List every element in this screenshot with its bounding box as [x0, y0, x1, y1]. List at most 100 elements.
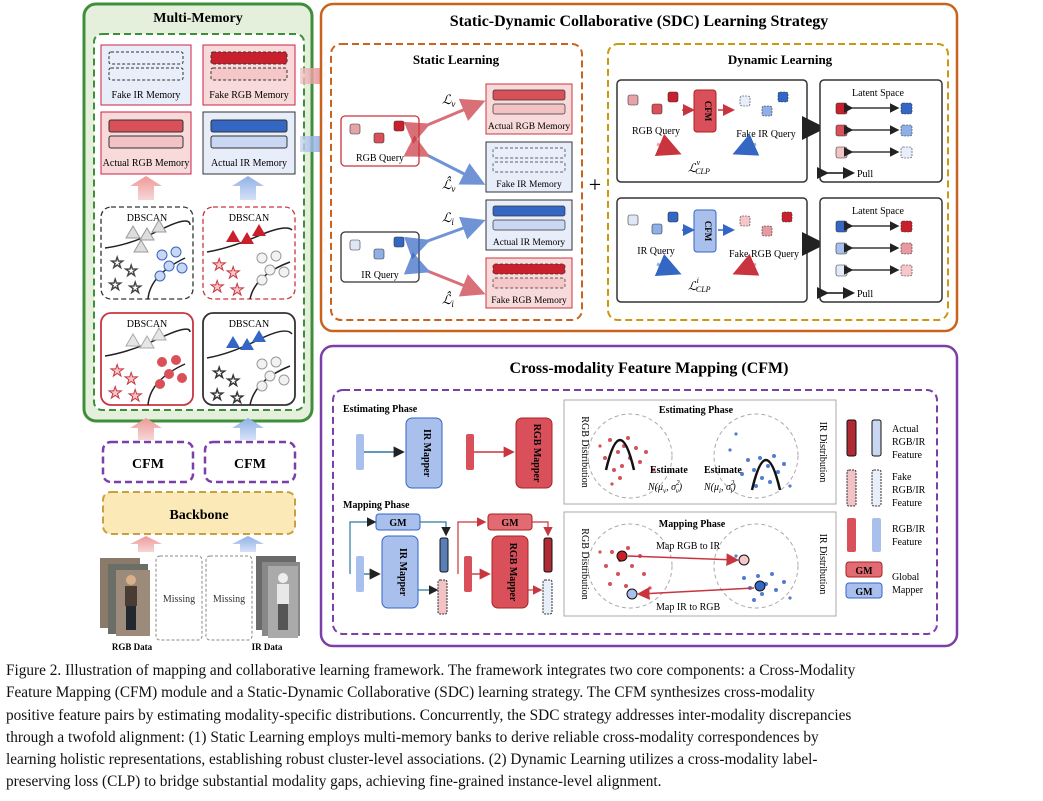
- svg-text:★: ★: [124, 371, 138, 388]
- svg-text:Estimate: Estimate: [650, 465, 688, 476]
- plus-sign: +: [589, 172, 601, 197]
- rgb-data-images: Missing RGB Data: [100, 555, 203, 652]
- loss-arrow-v: ℒv: [403, 92, 486, 145]
- actual-rgb-memory: Actual RGB Memory: [100, 111, 192, 175]
- svg-text:Actual: Actual: [892, 424, 919, 435]
- ir-mapper-estimating: IR Mapper: [405, 417, 443, 489]
- svg-text:DBSCAN: DBSCAN: [127, 213, 168, 224]
- svg-text:Backbone: Backbone: [169, 508, 228, 523]
- static-learning-title: Static Learning: [413, 52, 500, 67]
- svg-text:★: ★: [110, 363, 124, 380]
- svg-text:RGB Distribution: RGB Distribution: [579, 528, 590, 599]
- static-actual-ir-memory: Actual IR Memory: [485, 199, 573, 251]
- svg-text:Fake RGB Query: Fake RGB Query: [729, 249, 799, 260]
- svg-text:☆: ☆: [108, 277, 122, 294]
- cfm-block-ir: CFM: [203, 440, 297, 484]
- svg-text:Map RGB to IR: Map RGB to IR: [656, 541, 721, 552]
- svg-text:DBSCAN: DBSCAN: [229, 319, 270, 330]
- up-arrow-icon: [130, 536, 162, 552]
- cfm-legend: Actual RGB/IR Feature Fake RGB/IR Featur…: [845, 419, 926, 599]
- latent-space-bottom: Latent Space Pull: [802, 197, 943, 303]
- mapping-distribution-panel: Mapping Phase RGB Distribution IR Distri…: [563, 511, 837, 617]
- rgb-mapper-mapping: RGB Mapper: [491, 535, 529, 609]
- svg-text:RGB/IR: RGB/IR: [892, 524, 926, 535]
- multi-memory-panel: Multi-Memory Fake IR Memory Fake RGB Mem…: [82, 2, 314, 423]
- svg-text:Estimating Phase: Estimating Phase: [659, 405, 734, 416]
- svg-text:RGB Mapper: RGB Mapper: [507, 543, 518, 602]
- svg-text:GM: GM: [855, 566, 873, 577]
- svg-text:GM: GM: [389, 518, 407, 529]
- loss-arrow-i-hat: ℒ̂i: [403, 252, 486, 309]
- svg-text:N(μv, σ2v): N(μv, σ2v): [647, 479, 683, 495]
- svg-text:Fake IR Memory: Fake IR Memory: [496, 180, 562, 190]
- svg-text:ℒ̂v: ℒ̂v: [442, 176, 455, 194]
- svg-text:Estimate: Estimate: [704, 465, 742, 476]
- framework-figure: Multi-Memory Fake IR Memory Fake RGB Mem…: [82, 2, 959, 652]
- caption-line: through a twofold alignment: (1) Static …: [6, 728, 819, 746]
- up-arrow-icon: [232, 536, 264, 552]
- svg-text:CFM: CFM: [703, 101, 713, 122]
- svg-text:Feature: Feature: [892, 450, 923, 461]
- svg-text:GM: GM: [855, 587, 873, 598]
- fake-rgb-memory: Fake RGB Memory: [202, 44, 296, 106]
- svg-text:Fake IR Query: Fake IR Query: [736, 129, 795, 140]
- up-arrow-icon: [130, 418, 162, 440]
- dbscan-cluster-fake-rgb: DBSCAN ★★★★: [202, 206, 296, 300]
- estimating-distribution-panel: Estimating Phase RGB Distribution IR Dis…: [563, 399, 837, 505]
- svg-text:Actual IR Memory: Actual IR Memory: [211, 158, 287, 169]
- svg-text:RGB Mapper: RGB Mapper: [531, 424, 542, 483]
- svg-text:Global: Global: [892, 572, 919, 583]
- svg-text:DBSCAN: DBSCAN: [229, 213, 270, 224]
- cfm-panel: Cross-modality Feature Mapping (CFM) Est…: [319, 344, 959, 648]
- loss-arrow-i: ℒi: [403, 210, 486, 260]
- multi-memory-title: Multi-Memory: [153, 11, 242, 26]
- svg-text:Actual IR Memory: Actual IR Memory: [493, 238, 566, 248]
- svg-text:☆: ☆: [128, 280, 142, 297]
- figure-caption: Figure 2. Illustration of mapping and co…: [6, 660, 1036, 794]
- svg-text:Estimating Phase: Estimating Phase: [343, 404, 418, 415]
- caption-line: Feature Mapping (CFM) module and a Stati…: [6, 684, 815, 702]
- svg-text:★: ★: [108, 385, 122, 402]
- dbscan-cluster-rgb: DBSCAN ★★★★: [100, 312, 194, 406]
- svg-text:IR Mapper: IR Mapper: [421, 429, 432, 478]
- caption-line: positive feature pairs by estimating mod…: [6, 706, 852, 724]
- svg-text:Latent Space: Latent Space: [852, 88, 904, 99]
- cfm-title: Cross-modality Feature Mapping (CFM): [510, 360, 789, 377]
- up-arrow-icon: [232, 418, 264, 440]
- svg-text:IR Distribution: IR Distribution: [817, 534, 828, 595]
- dbscan-cluster-ir: DBSCAN ☆☆☆☆: [202, 312, 296, 408]
- svg-text:ℒv: ℒv: [442, 92, 455, 109]
- static-fake-ir-memory: Fake IR Memory: [485, 141, 573, 193]
- caption-line: preserving loss (CLP) to bridge substant…: [6, 773, 662, 791]
- svg-text:Missing: Missing: [163, 594, 195, 605]
- svg-text:Pull: Pull: [857, 289, 873, 300]
- svg-text:N(μi, σ2i): N(μi, σ2i): [703, 479, 736, 495]
- svg-text:IR Distribution: IR Distribution: [817, 422, 828, 483]
- up-arrow-icon: [130, 176, 162, 200]
- svg-text:ℒ̂i: ℒ̂i: [442, 291, 454, 309]
- svg-text:Mapping Phase: Mapping Phase: [659, 519, 726, 530]
- svg-text:Map IR to RGB: Map IR to RGB: [656, 602, 721, 613]
- svg-text:ℒi: ℒi: [442, 210, 454, 227]
- ir-mapper-mapping: IR Mapper: [381, 535, 419, 609]
- static-fake-rgb-memory: Fake RGB Memory: [485, 257, 573, 309]
- gm-block-rgb: GM: [487, 513, 533, 531]
- svg-text:Fake: Fake: [892, 472, 912, 483]
- svg-text:RGB Query: RGB Query: [356, 153, 404, 164]
- svg-text:Missing: Missing: [213, 594, 245, 605]
- svg-text:☆: ☆: [226, 373, 240, 390]
- loss-arrow-v-hat: ℒ̂v: [403, 135, 486, 194]
- svg-text:RGB/IR: RGB/IR: [892, 437, 926, 448]
- svg-text:IR Query: IR Query: [637, 246, 675, 257]
- svg-text:Fake RGB Memory: Fake RGB Memory: [491, 296, 567, 306]
- svg-text:Feature: Feature: [892, 498, 923, 509]
- svg-text:RGB Distribution: RGB Distribution: [579, 416, 590, 487]
- gaussian-curve-ir: [750, 458, 782, 491]
- svg-text:DBSCAN: DBSCAN: [127, 319, 168, 330]
- up-arrow-icon: [232, 176, 264, 200]
- svg-text:★: ★: [212, 257, 226, 274]
- actual-ir-memory: Actual IR Memory: [202, 111, 296, 175]
